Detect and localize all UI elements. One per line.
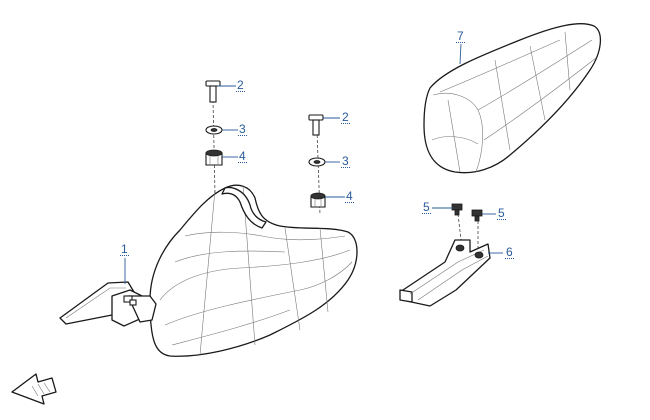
callout-3-left[interactable]: 3	[238, 122, 247, 136]
passenger-hardware	[451, 203, 483, 250]
screw-b[interactable]	[471, 209, 483, 222]
hardware-stack-left	[205, 80, 223, 196]
callout-2-right[interactable]: 2	[341, 110, 350, 124]
bolt-b[interactable]	[308, 114, 324, 136]
bolt-a[interactable]	[205, 80, 221, 103]
rider-seat[interactable]	[59, 184, 358, 357]
callout-5-right[interactable]: 5	[497, 206, 506, 220]
callout-4-right[interactable]: 4	[345, 189, 354, 203]
front-arrow-icon	[11, 373, 57, 405]
callout-3-right[interactable]: 3	[341, 154, 350, 168]
callout-7[interactable]: 7	[456, 29, 465, 43]
hardware-stack-right	[308, 114, 326, 216]
callout-2-left[interactable]: 2	[236, 78, 245, 92]
grommet-b[interactable]	[310, 192, 326, 208]
screw-a[interactable]	[451, 203, 463, 216]
callout-1[interactable]: 1	[120, 242, 129, 256]
passenger-seat[interactable]	[423, 23, 601, 174]
callout-5-left[interactable]: 5	[422, 200, 431, 214]
washer-a[interactable]	[205, 125, 223, 135]
grommet-a[interactable]	[205, 149, 223, 166]
seat-bracket[interactable]	[399, 239, 491, 307]
callout-6[interactable]: 6	[505, 245, 514, 259]
leader-lines	[124, 43, 503, 284]
callout-4-left[interactable]: 4	[238, 149, 247, 163]
washer-b[interactable]	[308, 157, 326, 167]
